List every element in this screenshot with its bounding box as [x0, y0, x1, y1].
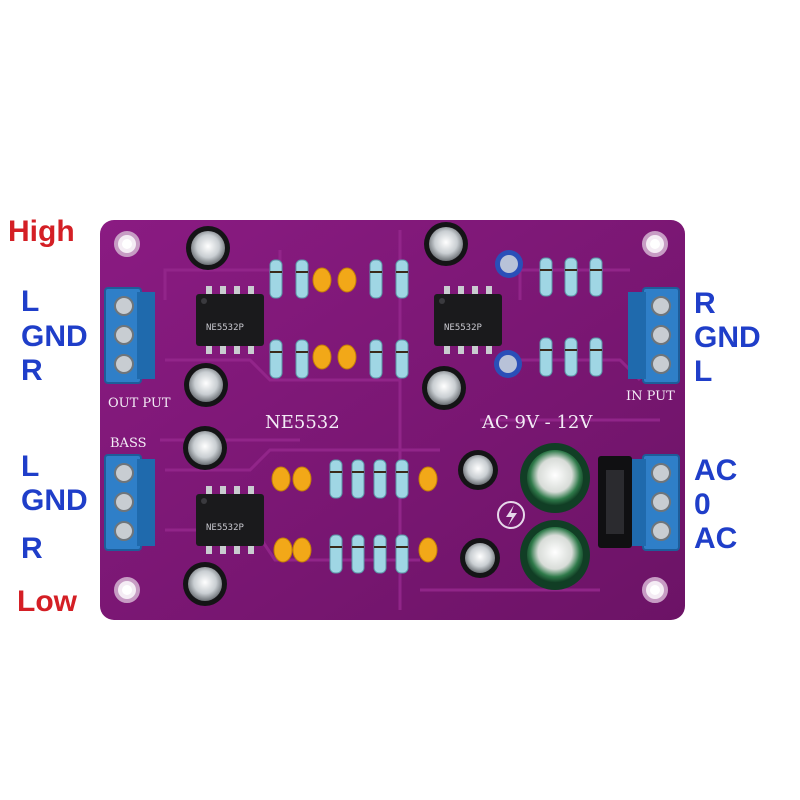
blue-capacitor-2	[494, 350, 522, 378]
ic-marking-3: NE5532P	[206, 523, 245, 533]
input-label-l: L	[694, 355, 713, 388]
terminal-block-bass	[104, 454, 155, 551]
input-label-gnd: GND	[694, 321, 761, 354]
capacitor-6	[183, 562, 227, 606]
output-label-gnd: GND	[21, 320, 88, 353]
blue-capacitor-1	[495, 250, 523, 278]
capacitor-2	[424, 222, 468, 266]
output-label-r: R	[21, 354, 43, 387]
terminal-block-output	[104, 287, 155, 384]
power-label-0: 0	[694, 488, 711, 521]
ic-chip-2	[434, 286, 502, 354]
capacitor-3	[184, 363, 228, 407]
capacitor-5	[183, 426, 227, 470]
mounting-holes	[114, 231, 668, 603]
ic-marking-2: NE5532P	[444, 323, 483, 333]
output-silkscreen: OUT PUT	[108, 396, 171, 411]
bass-label-l: L	[21, 450, 40, 483]
power-label-ac-1: AC	[694, 454, 738, 487]
filter-capacitor-1	[520, 443, 590, 513]
bass-silkscreen: BASS	[110, 436, 147, 451]
ic-marking-1: NE5532P	[206, 323, 245, 333]
low-label: Low	[17, 585, 77, 618]
terminal-block-power	[628, 454, 680, 551]
terminal-block-input	[628, 287, 680, 384]
capacitor-4	[422, 366, 466, 410]
lightning-icon	[497, 501, 525, 529]
resistors	[269, 257, 603, 574]
rectifier-block	[598, 456, 632, 548]
output-label-l: L	[21, 285, 40, 318]
ic-chip-1	[196, 286, 264, 354]
chip-name-silkscreen: NE5532	[265, 412, 340, 433]
bass-label-r: R	[21, 532, 43, 565]
capacitor-7	[458, 450, 498, 490]
input-silkscreen: IN PUT	[626, 389, 675, 404]
bass-label-gnd: GND	[21, 484, 88, 517]
ic-chip-3	[196, 486, 264, 554]
input-label-r: R	[694, 287, 716, 320]
capacitor-1	[186, 226, 230, 270]
high-label: High	[8, 215, 75, 248]
filter-capacitor-2	[520, 520, 590, 590]
power-silkscreen: AC 9V - 12V	[481, 412, 593, 433]
power-label-ac-2: AC	[694, 522, 738, 555]
ceramic-capacitors	[271, 267, 438, 563]
capacitor-8	[460, 538, 500, 578]
